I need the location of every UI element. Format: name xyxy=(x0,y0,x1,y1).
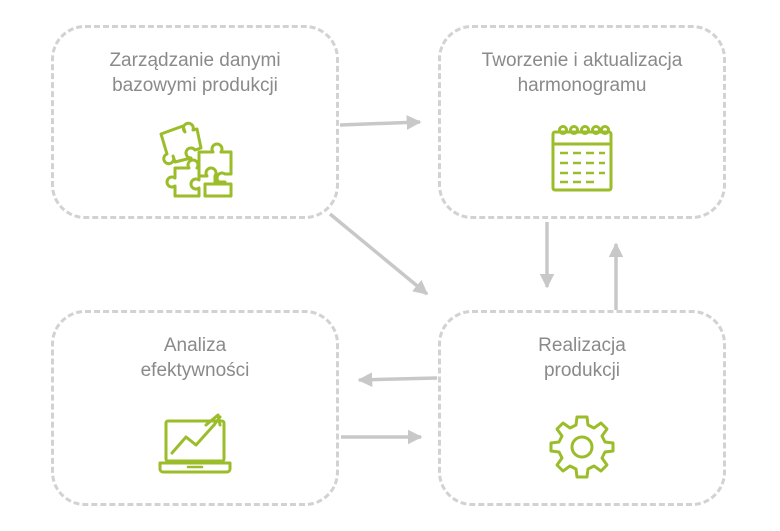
arrow-realization-to-analysis xyxy=(357,372,438,388)
arrow-base-data-to-realization xyxy=(328,212,429,296)
gear-icon xyxy=(547,411,617,486)
laptop-chart-icon xyxy=(158,411,232,484)
node-realization-title: Realizacja produkcji xyxy=(538,335,626,381)
node-base-data-title: Zarządzanie danymi bazowymi produkcji xyxy=(109,50,281,96)
arrow-base-data-to-schedule xyxy=(339,115,422,130)
node-base-data: Zarządzanie danymi bazowymi produkcji xyxy=(51,25,339,219)
node-schedule-title: Tworzenie i aktualizacja harmonogramu xyxy=(481,50,683,96)
node-analysis: Analiza efektywności xyxy=(51,310,339,506)
node-analysis-title: Analiza efektywności xyxy=(140,335,250,381)
node-realization: Realizacja produkcji xyxy=(438,310,726,506)
calendar-icon xyxy=(547,122,617,199)
node-schedule: Tworzenie i aktualizacja harmonogramu xyxy=(438,25,726,219)
puzzle-icon xyxy=(155,118,235,203)
